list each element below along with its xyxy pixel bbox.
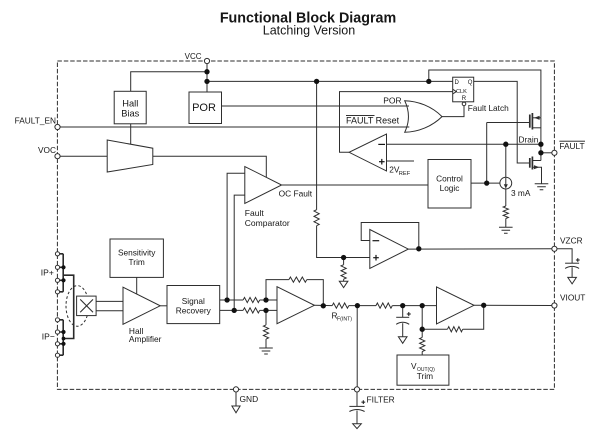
svg-text:Control: Control — [436, 173, 463, 183]
svg-text:FAULT: FAULT — [559, 141, 584, 151]
svg-text:VZCR: VZCR — [560, 235, 583, 245]
svg-text:Hall: Hall — [129, 326, 144, 336]
svg-text:Trim: Trim — [417, 371, 433, 381]
svg-text:Logic: Logic — [440, 183, 460, 193]
svg-text:IP−: IP− — [42, 331, 55, 341]
svg-text:3 mA: 3 mA — [511, 188, 531, 198]
svg-text:POR: POR — [192, 102, 216, 114]
svg-text:REF: REF — [399, 171, 411, 177]
svg-text:Bias: Bias — [121, 108, 139, 118]
svg-text:OUT(Q): OUT(Q) — [417, 367, 435, 373]
svg-text:VIOUT: VIOUT — [560, 292, 585, 302]
svg-text:Q: Q — [468, 80, 473, 86]
svg-text:Signal: Signal — [182, 296, 205, 306]
svg-text:CLK: CLK — [456, 89, 467, 95]
svg-text:Drain: Drain — [519, 134, 539, 144]
svg-text:Sensitivity: Sensitivity — [118, 248, 156, 258]
svg-text:Latching Version: Latching Version — [263, 24, 355, 38]
svg-text:Trim: Trim — [129, 257, 145, 267]
svg-text:POR: POR — [383, 95, 401, 105]
svg-text:GND: GND — [240, 394, 259, 404]
svg-text:OC Fault: OC Fault — [279, 189, 313, 199]
svg-text:Fault Latch: Fault Latch — [468, 103, 509, 113]
svg-text:Comparator: Comparator — [245, 218, 290, 228]
svg-text:R: R — [462, 96, 467, 102]
svg-text:FILTER: FILTER — [367, 394, 395, 404]
svg-text:VOC: VOC — [38, 145, 56, 155]
svg-text:Hall: Hall — [122, 98, 138, 108]
svg-text:IP+: IP+ — [41, 268, 54, 278]
svg-text:FAULT_EN: FAULT_EN — [15, 115, 56, 125]
svg-text:Functional Block Diagram: Functional Block Diagram — [220, 11, 396, 27]
svg-text:D: D — [455, 80, 460, 86]
svg-text:Fault: Fault — [245, 208, 265, 218]
svg-text:Recovery: Recovery — [176, 305, 212, 315]
svg-text:2V: 2V — [389, 165, 400, 175]
svg-text:VCC: VCC — [185, 52, 202, 61]
svg-text:FAULT Reset: FAULT Reset — [346, 116, 400, 126]
svg-text:Amplifier: Amplifier — [129, 334, 162, 344]
svg-text:V: V — [411, 361, 417, 371]
svg-text:R: R — [332, 311, 338, 321]
svg-text:F(INT): F(INT) — [337, 317, 352, 323]
